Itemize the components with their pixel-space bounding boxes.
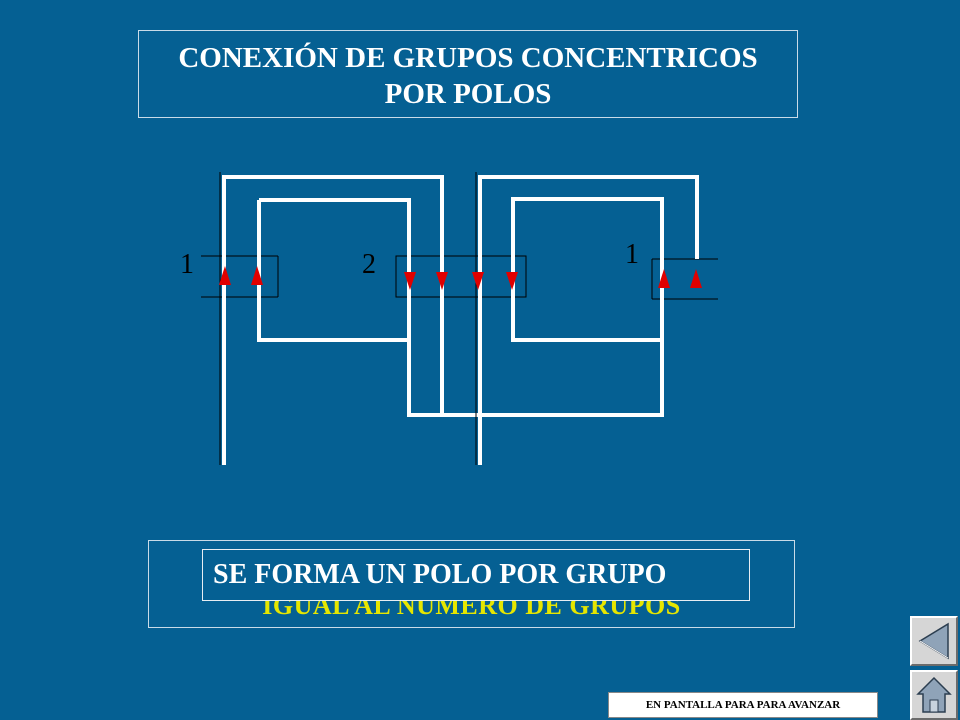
coil-right-outer bbox=[478, 175, 699, 465]
arrow-down-4 bbox=[506, 272, 518, 290]
title-box: CONEXIÓN DE GRUPOS CONCENTRICOS POR POLO… bbox=[138, 30, 798, 118]
pole-box-middle bbox=[395, 255, 527, 298]
caption-main-text: SE FORMA UN POLO POR GRUPO bbox=[213, 559, 667, 590]
arrow-down-1 bbox=[404, 272, 416, 290]
pole-box-left bbox=[201, 255, 279, 298]
arrow-up-1 bbox=[219, 266, 231, 285]
arrow-up-2 bbox=[251, 266, 263, 285]
title-line-2: POR POLOS bbox=[384, 78, 552, 110]
coil-left-outer bbox=[222, 175, 664, 465]
arrow-down-2 bbox=[436, 272, 448, 290]
footer-instruction: EN PANTALLA PARA PARA AVANZAR bbox=[608, 692, 878, 718]
home-icon bbox=[916, 676, 952, 713]
group-label-left: 1 bbox=[180, 249, 194, 280]
arrow-up-3 bbox=[658, 269, 670, 288]
title-line-1: CONEXIÓN DE GRUPOS CONCENTRICOS bbox=[178, 42, 758, 74]
coil-left-inner bbox=[257, 198, 411, 342]
left-triangle-icon bbox=[918, 622, 949, 660]
current-arrows bbox=[219, 266, 702, 290]
arrow-down-3 bbox=[472, 272, 484, 290]
caption-main-box: SE FORMA UN POLO POR GRUPO bbox=[202, 549, 750, 601]
previous-slide-button[interactable] bbox=[910, 616, 958, 666]
group-label-right: 1 bbox=[625, 239, 639, 270]
coil-right-link bbox=[407, 340, 442, 417]
footer-note-text: EN PANTALLA PARA PARA AVANZAR bbox=[645, 699, 841, 711]
arrow-up-4 bbox=[690, 269, 702, 288]
home-button[interactable] bbox=[910, 670, 958, 720]
group-label-middle: 2 bbox=[362, 249, 376, 280]
